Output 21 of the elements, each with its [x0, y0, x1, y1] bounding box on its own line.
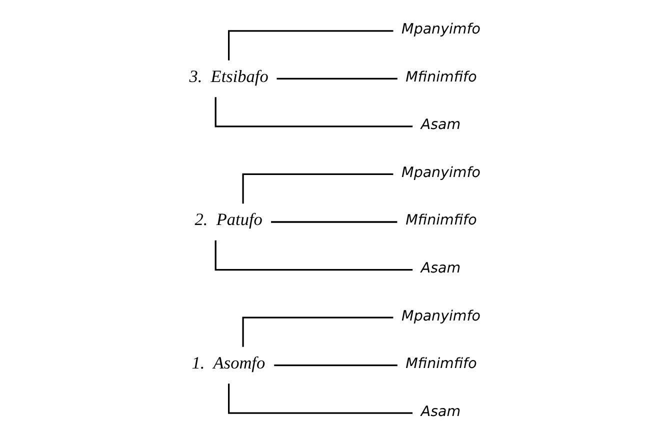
node-text: Mpanyimfo [401, 164, 480, 181]
node-text: Mfinimfifo [405, 356, 476, 372]
node-text: Asam [420, 404, 460, 420]
node-text: Asam [420, 117, 460, 134]
connector [270, 221, 397, 223]
connector [276, 78, 397, 80]
node-text: Asam [420, 260, 460, 276]
connector [228, 384, 412, 414]
connector [274, 364, 397, 366]
connector [228, 30, 393, 60]
node-text: Mpanyimfo [401, 308, 480, 324]
node-text: Mfinimfifo [405, 69, 476, 86]
connector [242, 173, 393, 204]
node-text: 2. Patufo [194, 210, 262, 230]
node-text: Mpanyimfo [401, 22, 480, 38]
node-text: Mfinimfifo [405, 212, 476, 229]
connector [214, 240, 412, 271]
connector [214, 97, 412, 128]
connector [242, 316, 393, 347]
node-text: 1. Asomfo [191, 353, 265, 372]
node-text: 3. Etsibafo [188, 66, 268, 86]
